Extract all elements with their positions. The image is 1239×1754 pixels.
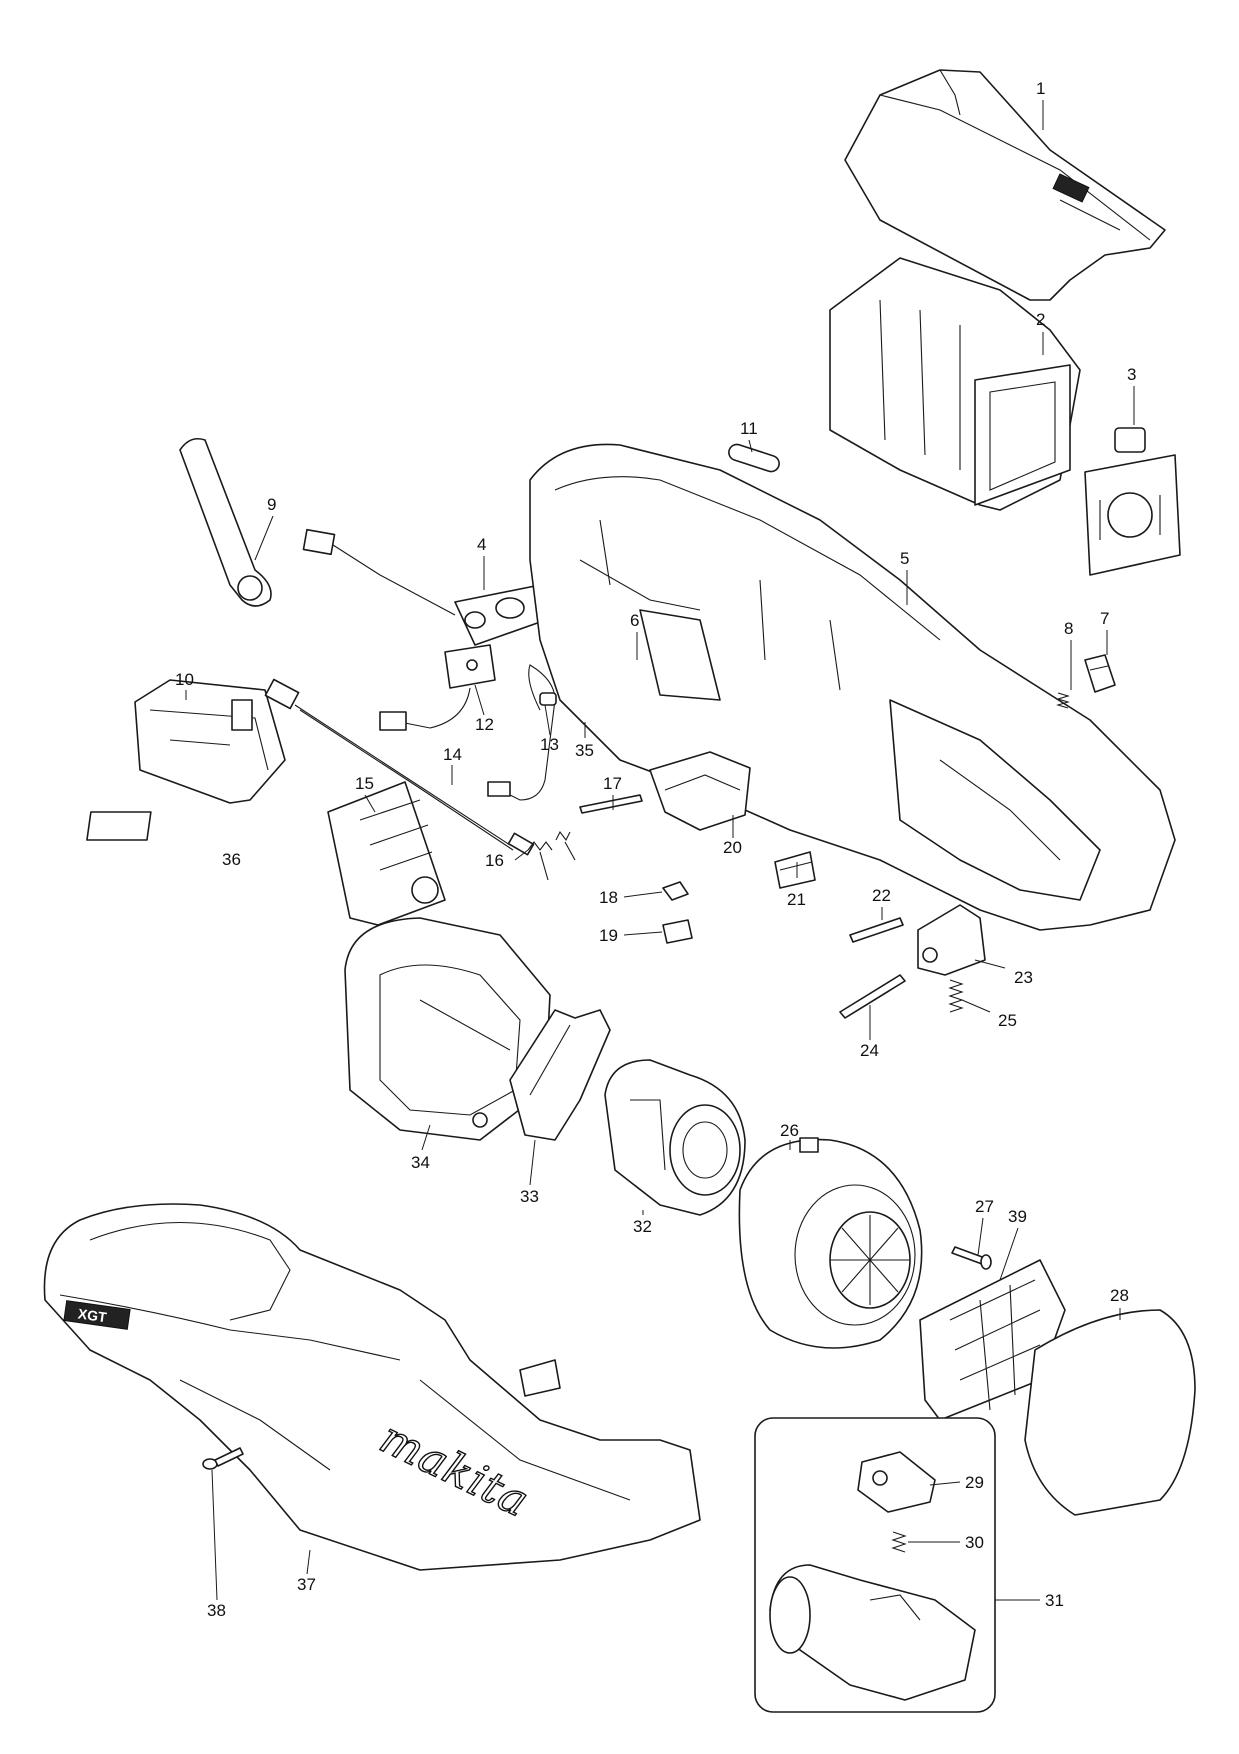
label-2: 2 — [1036, 310, 1045, 329]
label-15: 15 — [355, 774, 374, 793]
label-24: 24 — [860, 1041, 879, 1060]
part-26-fan-cover — [738, 1137, 923, 1349]
label-37: 37 — [297, 1575, 316, 1594]
label-38: 38 — [207, 1601, 226, 1620]
part-2-filter — [829, 257, 1081, 511]
part-21-bracket — [774, 851, 816, 889]
part-27-screw — [951, 1246, 992, 1270]
part-23-release-button — [917, 904, 986, 976]
label-32: 32 — [633, 1217, 652, 1236]
label-11: 11 — [740, 419, 758, 438]
part-34-motor-housing — [344, 917, 551, 1141]
part-17-pin — [579, 794, 643, 814]
part-36-label — [86, 811, 152, 841]
part-13-switch-wire — [487, 664, 557, 801]
label-21: 21 — [787, 890, 806, 909]
label-9: 9 — [267, 495, 276, 514]
part-15-cover-plate — [327, 781, 446, 926]
leader-lines — [185, 100, 1135, 1601]
part-3-filter-holder — [1084, 427, 1181, 576]
part-4-switch-board — [302, 528, 561, 646]
part-14-cable — [264, 678, 535, 856]
label-36: 36 — [222, 850, 241, 869]
part-33-brush-holder — [509, 1009, 611, 1141]
label-19: 19 — [599, 926, 618, 945]
part-8-spring — [1056, 692, 1070, 709]
label-23: 23 — [1014, 968, 1033, 987]
label-3: 3 — [1127, 365, 1136, 384]
label-5: 5 — [900, 549, 909, 568]
part-38-screw — [202, 1447, 244, 1470]
label-26: 26 — [780, 1121, 799, 1140]
label-18: 18 — [599, 888, 618, 907]
label-8: 8 — [1064, 619, 1073, 638]
label-6: 6 — [630, 611, 639, 630]
part-5-housing — [529, 443, 1176, 931]
label-22: 22 — [872, 886, 891, 905]
part-24-shaft — [839, 974, 906, 1019]
part-25-spring — [948, 979, 964, 1013]
part-37-lower-housing: XGT makita — [43, 1203, 701, 1571]
part-11-gasket — [728, 443, 780, 473]
label-4: 4 — [477, 535, 486, 554]
callouts: 1 2 3 4 5 6 7 8 9 10 11 12 13 14 15 16 1… — [175, 79, 1136, 1620]
label-14: 14 — [443, 745, 462, 764]
label-20: 20 — [723, 838, 742, 857]
label-31: 31 — [1045, 1591, 1064, 1610]
part-28-filter-pad — [1024, 1309, 1196, 1516]
part-12-sub-board — [379, 644, 496, 731]
label-7: 7 — [1100, 609, 1109, 628]
part-18-clip — [662, 881, 689, 901]
label-39: 39 — [1008, 1207, 1027, 1226]
label-17: 17 — [603, 774, 622, 793]
label-35: 35 — [575, 741, 594, 760]
part-30-spring — [891, 1531, 907, 1553]
label-27: 27 — [975, 1197, 994, 1216]
label-28: 28 — [1110, 1286, 1129, 1305]
part-29-button — [857, 1451, 936, 1513]
label-13: 13 — [540, 735, 559, 754]
label-33: 33 — [520, 1187, 539, 1206]
part-20-cover — [649, 751, 751, 831]
product-logo: XGT — [77, 1305, 108, 1325]
label-1: 1 — [1036, 79, 1045, 98]
part-9-strap — [179, 437, 272, 607]
part-1-dust-case — [844, 69, 1166, 301]
label-16: 16 — [485, 851, 504, 870]
label-34: 34 — [411, 1153, 430, 1172]
part-22-pin — [849, 917, 904, 943]
part-32-motor — [604, 1059, 746, 1216]
part-16-springs — [527, 830, 576, 881]
part-7-latch — [1084, 654, 1116, 693]
part-31-assembly-box — [754, 1417, 996, 1713]
label-29: 29 — [965, 1473, 984, 1492]
label-30: 30 — [965, 1533, 984, 1552]
part-19-block — [662, 919, 693, 944]
part-31-nozzle — [769, 1564, 976, 1701]
label-12: 12 — [475, 715, 494, 734]
part-10-terminal — [134, 679, 286, 804]
label-10: 10 — [175, 670, 194, 689]
label-25: 25 — [998, 1011, 1017, 1030]
